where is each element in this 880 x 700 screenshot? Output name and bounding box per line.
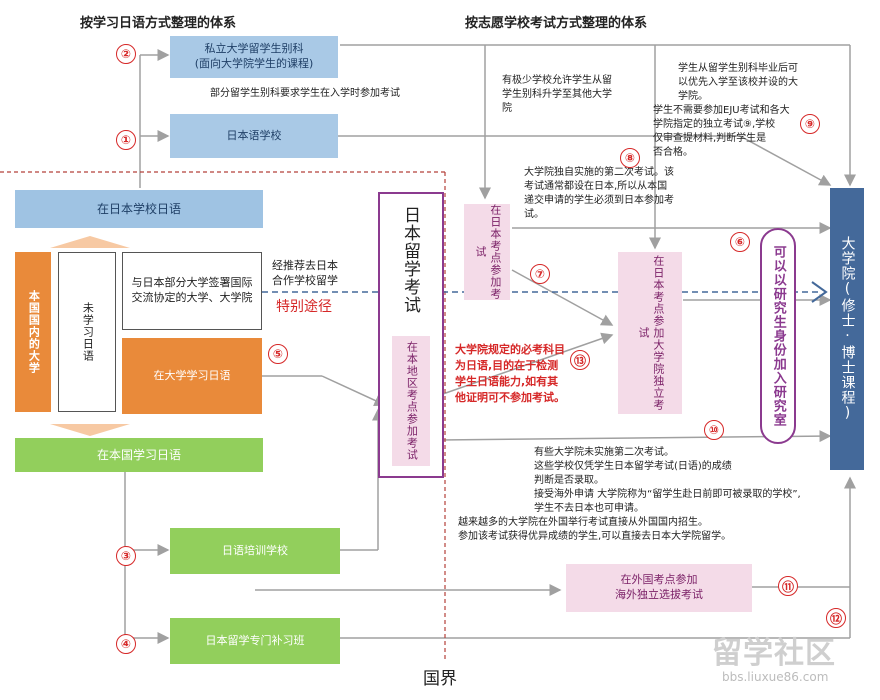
- circle-11: ⑪: [778, 576, 798, 596]
- left-heading: 按学习日语方式整理的体系: [80, 16, 237, 31]
- home-university-box: 本国国内的大学: [15, 252, 51, 412]
- arrow-up-shape: [50, 236, 130, 248]
- special-route-label: 特别途径: [276, 299, 332, 315]
- circle-3: ③: [116, 546, 136, 566]
- circle-9: ⑨: [800, 114, 820, 134]
- private-university-box: 私立大学留学生别科 (面向大学院学生的课程): [170, 36, 338, 78]
- prep-class-box: 日本留学专门补习班: [170, 618, 340, 664]
- border-label: 国界: [423, 669, 457, 689]
- circle-1: ①: [116, 130, 136, 150]
- agreement-universities-box: 与日本部分大学签署国际交流协定的大学、大学院: [122, 252, 262, 330]
- watermark-main: 留学社区: [712, 636, 836, 671]
- uni-line-2: [321, 375, 387, 407]
- circle-8: ⑧: [620, 148, 640, 168]
- circle-10: ⑩: [704, 420, 724, 440]
- note-1: 有极少学校允许学生从留 学生别科升学至其他大学 院: [502, 75, 612, 114]
- note-6: 越来越多的大学院在外国举行考试直接从外国国内招生。 参加该考试获得优异成绩的学生…: [458, 517, 732, 542]
- some-require-exam-label: 部分留学生别科要求学生在入学时参加考试: [210, 88, 400, 99]
- study-in-japan-box: 在日本学校日语: [15, 190, 263, 228]
- study-at-university-box: 在大学学习日语: [122, 338, 262, 414]
- research-student-box: 可以以研究生身份加入研究室: [760, 228, 796, 444]
- training-school-box: 日语培训学校: [170, 528, 340, 574]
- exam-to-gradexam: [511, 269, 614, 326]
- graduate-school-box: 大学院(修士·博士课程): [830, 188, 864, 470]
- circle-5: ⑤: [268, 344, 288, 364]
- note-5: 有些大学院未实施第二次考试。 这些学校仅凭学生日本留学考试(日语)的成绩 判断是…: [534, 447, 801, 514]
- exam-in-japan-box: 在日本考点参加考试: [464, 204, 510, 300]
- overseas-exam-box: 在外国考点参加 海外独立选拔考试: [566, 564, 752, 612]
- circle-7: ⑦: [530, 264, 550, 284]
- note-2: 学生从留学生别科毕业后可 以优先入学至该校并设的大 学院。: [678, 63, 798, 102]
- not-studied-box: 未学习日语: [58, 252, 116, 412]
- circle-13: ⑬: [570, 350, 590, 370]
- eju-local-box: 在本地区考点参加考试: [392, 336, 430, 466]
- school-to-grad: [739, 135, 832, 186]
- note-4: 大学院独自实施的第二次考试。该 考试通常都设在日本,所以从本国 递交申请的学生必…: [524, 167, 674, 220]
- eju-title: 日本留学考试: [400, 206, 420, 314]
- study-at-home-box: 在本国学习日语: [15, 438, 263, 472]
- arrow-down-shape: [50, 424, 130, 436]
- eju-red-note: 大学院规定的必考科目为日语,目的在于检测学生日语能力,如有其他证明可不参加考试。: [455, 343, 565, 404]
- special-route-arrow: [811, 281, 828, 303]
- japanese-school-box: 日本语学校: [170, 114, 338, 158]
- note-3: 学生不需要参加EJU考试和各大 学院指定的独立考试⑨,学校 仅审查提材料,判断学…: [653, 105, 790, 158]
- circle-6: ⑥: [730, 232, 750, 252]
- circle-2: ②: [116, 44, 136, 64]
- recommend-label: 经推荐去日本 合作学校留学: [272, 259, 338, 288]
- watermark-url: bbs.liuxue86.com: [722, 670, 829, 684]
- local-to-gradexam: [439, 332, 614, 396]
- right-heading: 按志愿学校考试方式整理的体系: [465, 16, 648, 31]
- circle-12: ⑫: [826, 608, 846, 628]
- circle-4: ④: [116, 634, 136, 654]
- grad-exam-japan-box: 在日本考点参加大学院独立考试: [618, 252, 682, 414]
